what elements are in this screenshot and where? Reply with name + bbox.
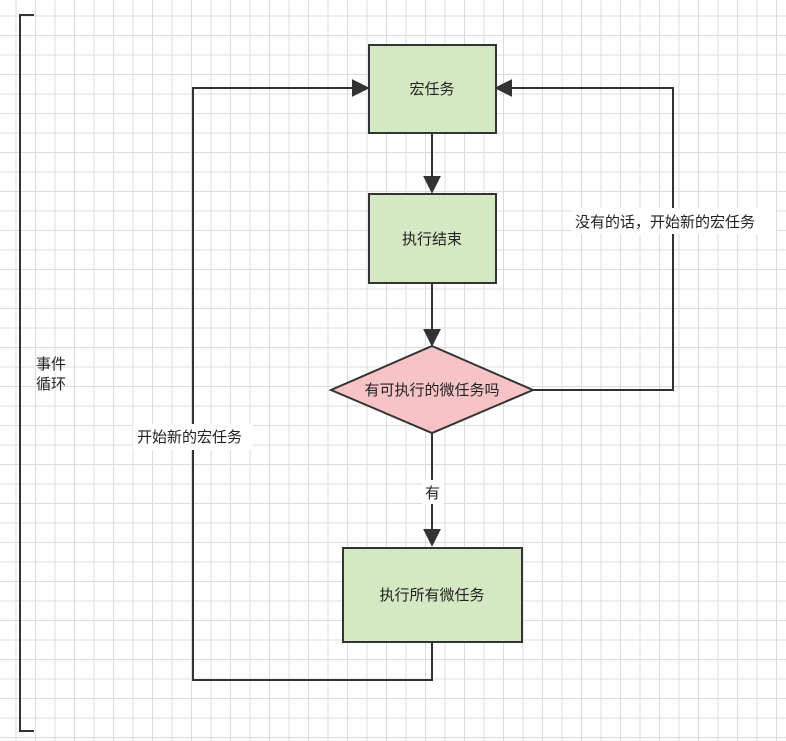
left-loop-label-bg [133, 424, 253, 450]
yes-label-bg [422, 480, 444, 504]
event-loop-label-line1: 事件 [36, 355, 66, 373]
right-loop-label-bg [572, 208, 776, 234]
macro-task-label: 宏任务 [409, 80, 454, 98]
macro-task-node [368, 44, 497, 134]
event-loop-label-line2: 循环 [36, 375, 66, 393]
yes-label: 有 [425, 484, 440, 502]
exec-done-label: 执行结束 [402, 230, 462, 248]
right-loop-label: 没有的话，开始新的宏任务 [575, 213, 755, 231]
exec-done-node [368, 193, 497, 284]
exec-micro-node [342, 547, 523, 643]
edge-left-loop [192, 79, 433, 681]
edge-right-loop [494, 79, 674, 391]
exec-micro-label: 执行所有微任务 [379, 586, 484, 604]
left-loop-label: 开始新的宏任务 [137, 428, 242, 446]
check-micro-label: 有可执行的微任务吗 [364, 381, 499, 399]
check-micro-decision [328, 344, 536, 435]
event-loop-bracket [19, 14, 34, 732]
